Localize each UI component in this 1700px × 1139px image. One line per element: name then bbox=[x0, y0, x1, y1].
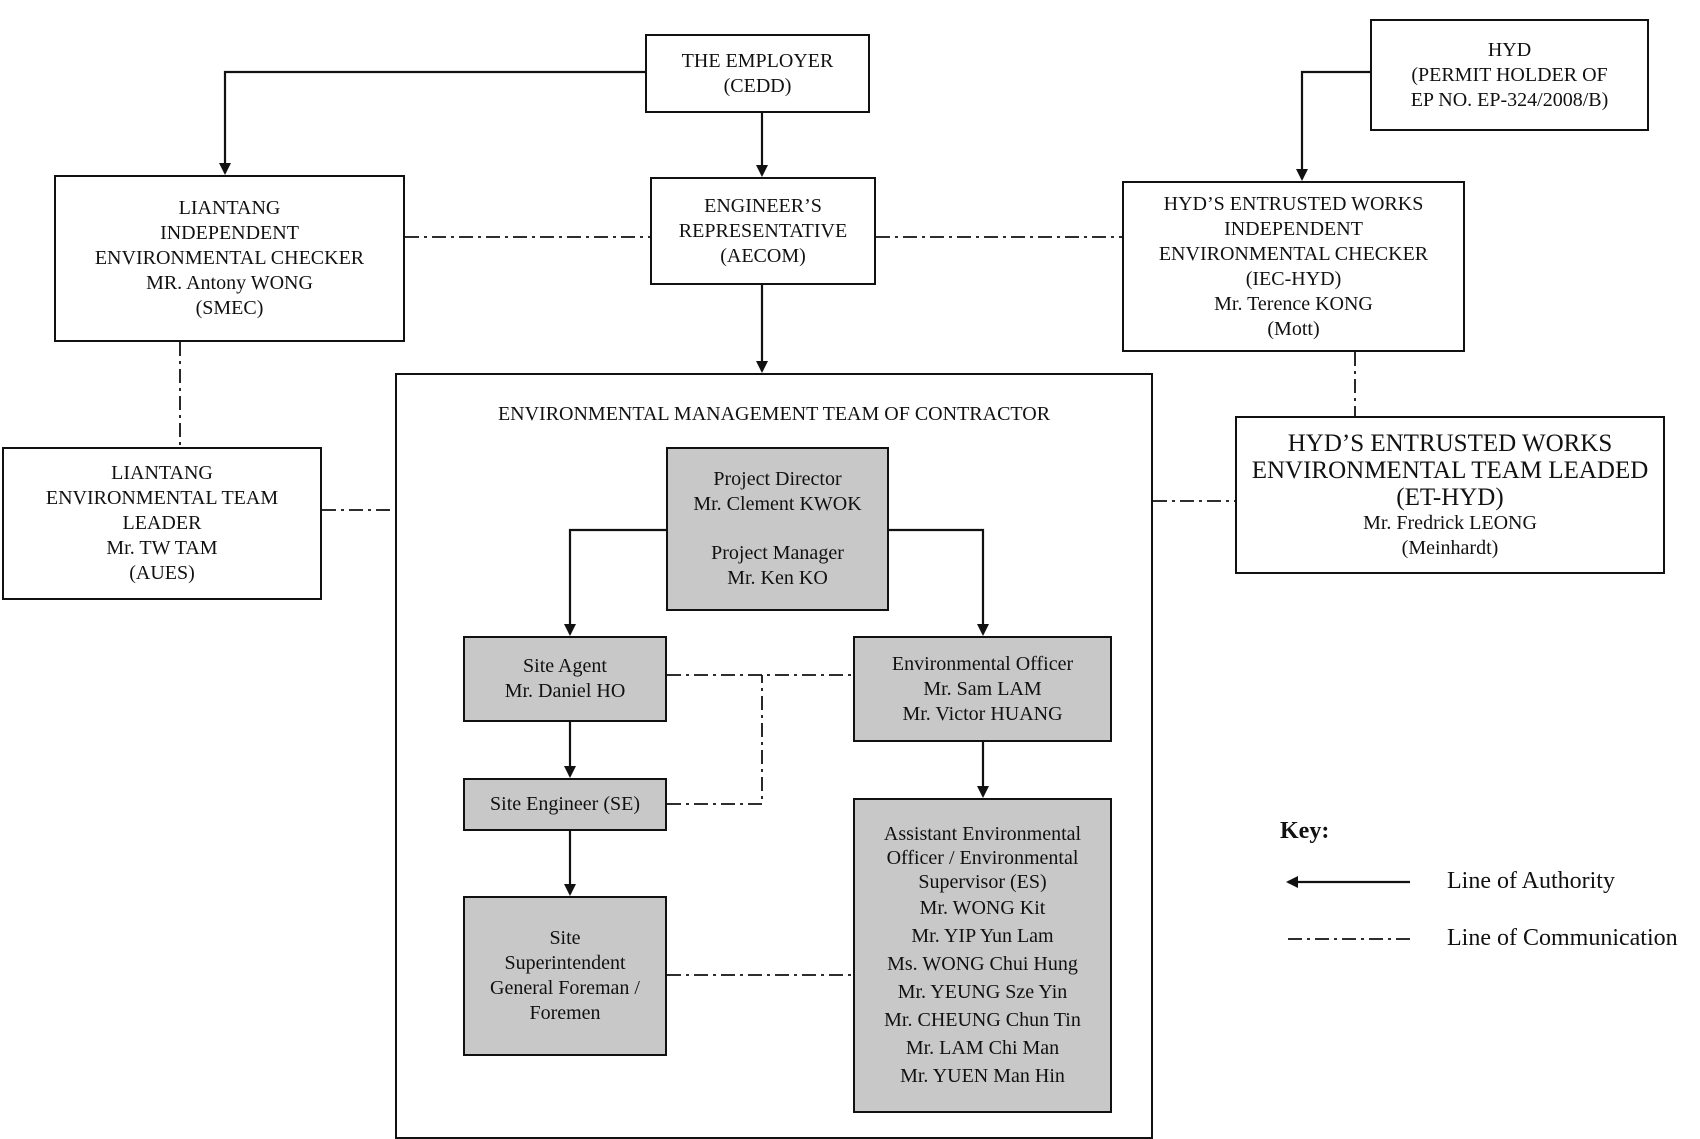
et-hyd-title-line: ENVIRONMENTAL TEAM LEADED bbox=[1251, 456, 1649, 484]
liantang-et-line: (AUES) bbox=[129, 562, 195, 584]
project-director-box: Project Director Mr. Clement KWOK Projec… bbox=[666, 447, 889, 611]
site-engineer-box: Site Engineer (SE) bbox=[463, 778, 667, 831]
site-engineer-line: Site Engineer (SE) bbox=[490, 793, 640, 815]
hyd-line: EP NO. EP-324/2008/B) bbox=[1410, 88, 1609, 111]
assistant-env-officer-line: Mr. LAM Chi Man bbox=[905, 1036, 1060, 1059]
hyd-line: HYD bbox=[1487, 38, 1532, 61]
env-officer-box: Environmental Officer Mr. Sam LAM Mr. Vi… bbox=[853, 636, 1112, 742]
et-hyd-detail-line: Mr. Fredrick LEONG bbox=[1363, 511, 1537, 534]
hyd-box: HYD (PERMIT HOLDER OF EP NO. EP-324/2008… bbox=[1370, 19, 1649, 131]
liantang-et-line: LEADER bbox=[122, 512, 202, 534]
project-manager-line: Mr. Ken KO bbox=[727, 567, 828, 589]
assistant-env-officer-line: Mr. YEUNG Sze Yin bbox=[897, 980, 1068, 1003]
project-director-line: Mr. Clement KWOK bbox=[693, 493, 862, 515]
engineers-rep-box: ENGINEER’S REPRESENTATIVE (AECOM) bbox=[650, 177, 876, 285]
site-superintendent-line: Site bbox=[549, 927, 581, 949]
et-hyd-title-line: HYD’S ENTRUSTED WORKS bbox=[1287, 429, 1613, 457]
env-officer-line: Mr. Sam LAM bbox=[923, 677, 1042, 700]
env-officer-line: Mr. Victor HUANG bbox=[902, 702, 1063, 725]
authority-pd-to-env-officer bbox=[889, 528, 989, 636]
iec-hyd-line: (IEC-HYD) bbox=[1245, 267, 1342, 290]
engineers-rep-line: ENGINEER’S bbox=[704, 194, 822, 217]
key-authority-label: Line of Authority bbox=[1447, 868, 1615, 894]
authority-hyd-to-iec-hyd bbox=[1296, 70, 1370, 181]
assistant-env-officer-line: Officer / Environmental bbox=[886, 846, 1079, 869]
liantang-iec-line: MR. Antony WONG bbox=[146, 272, 313, 294]
key-title: Key: bbox=[1280, 818, 1330, 844]
employer-line: (CEDD) bbox=[723, 74, 792, 97]
engineers-rep-line: (AECOM) bbox=[720, 244, 806, 267]
project-director-line: Project Director bbox=[713, 468, 842, 490]
comm-site-engineer-link bbox=[667, 675, 763, 805]
iec-hyd-line: HYD’S ENTRUSTED WORKS bbox=[1163, 192, 1424, 215]
hyd-line: (PERMIT HOLDER OF bbox=[1411, 63, 1608, 86]
site-superintendent-line: Foremen bbox=[529, 1002, 601, 1024]
liantang-et-box: LIANTANG ENVIRONMENTAL TEAM LEADER Mr. T… bbox=[2, 447, 322, 600]
liantang-iec-line: ENVIRONMENTAL CHECKER bbox=[94, 247, 365, 269]
site-agent-line: Site Agent bbox=[523, 655, 607, 677]
assistant-env-officer-line: Ms. WONG Chui Hung bbox=[887, 952, 1078, 975]
assistant-env-officer-line: Mr. YIP Yun Lam bbox=[911, 924, 1054, 947]
liantang-iec-line: LIANTANG bbox=[178, 197, 281, 219]
iec-hyd-line: (Mott) bbox=[1267, 317, 1320, 340]
assistant-env-officer-line: Mr. YUEN Man Hin bbox=[900, 1064, 1065, 1087]
site-superintendent-line: Superintendent bbox=[504, 952, 626, 974]
et-hyd-title-line: (ET-HYD) bbox=[1396, 483, 1504, 511]
site-agent-box: Site Agent Mr. Daniel HO bbox=[463, 636, 667, 722]
assistant-env-officer-line: Mr. CHEUNG Chun Tin bbox=[884, 1008, 1081, 1031]
contractor-team-title: ENVIRONMENTAL MANAGEMENT TEAM OF CONTRAC… bbox=[497, 403, 1051, 425]
employer-box: THE EMPLOYER (CEDD) bbox=[645, 34, 870, 113]
employer-line: THE EMPLOYER bbox=[681, 49, 834, 72]
iec-hyd-box: HYD’S ENTRUSTED WORKS INDEPENDENT ENVIRO… bbox=[1122, 181, 1465, 352]
assistant-env-officer-box: Assistant Environmental Officer / Enviro… bbox=[853, 798, 1112, 1113]
engineers-rep-line: REPRESENTATIVE bbox=[678, 219, 848, 242]
authority-pd-to-site-agent bbox=[564, 528, 666, 636]
iec-hyd-line: ENVIRONMENTAL CHECKER bbox=[1158, 242, 1429, 265]
env-officer-line: Environmental Officer bbox=[891, 652, 1074, 675]
iec-hyd-line: Mr. Terence KONG bbox=[1214, 292, 1373, 315]
site-agent-line: Mr. Daniel HO bbox=[504, 680, 626, 702]
liantang-et-line: ENVIRONMENTAL TEAM bbox=[45, 487, 279, 509]
iec-hyd-line: INDEPENDENT bbox=[1224, 217, 1363, 240]
assistant-env-officer-line: Assistant Environmental bbox=[883, 822, 1082, 845]
site-superintendent-line: General Foreman / bbox=[490, 977, 640, 999]
et-hyd-detail-line: (Meinhardt) bbox=[1401, 536, 1499, 559]
assistant-env-officer-line: Mr. WONG Kit bbox=[919, 896, 1046, 919]
contractor-team-container: ENVIRONMENTAL MANAGEMENT TEAM OF CONTRAC… bbox=[395, 373, 1153, 1139]
assistant-env-officer-line: Supervisor (ES) bbox=[918, 870, 1047, 893]
liantang-et-line: LIANTANG bbox=[111, 462, 213, 484]
project-manager-line: Project Manager bbox=[711, 542, 844, 564]
key-communication-label: Line of Communication bbox=[1447, 925, 1678, 951]
et-hyd-box: HYD’S ENTRUSTED WORKS ENVIRONMENTAL TEAM… bbox=[1235, 416, 1665, 574]
liantang-iec-line: (SMEC) bbox=[195, 297, 264, 319]
liantang-et-line: Mr. TW TAM bbox=[106, 537, 218, 559]
site-superintendent-box: Site Superintendent General Foreman / Fo… bbox=[463, 896, 667, 1056]
liantang-iec-line: INDEPENDENT bbox=[160, 222, 299, 244]
liantang-iec-box: LIANTANG INDEPENDENT ENVIRONMENTAL CHECK… bbox=[54, 175, 405, 342]
authority-employer-to-liantang-iec bbox=[219, 70, 645, 175]
